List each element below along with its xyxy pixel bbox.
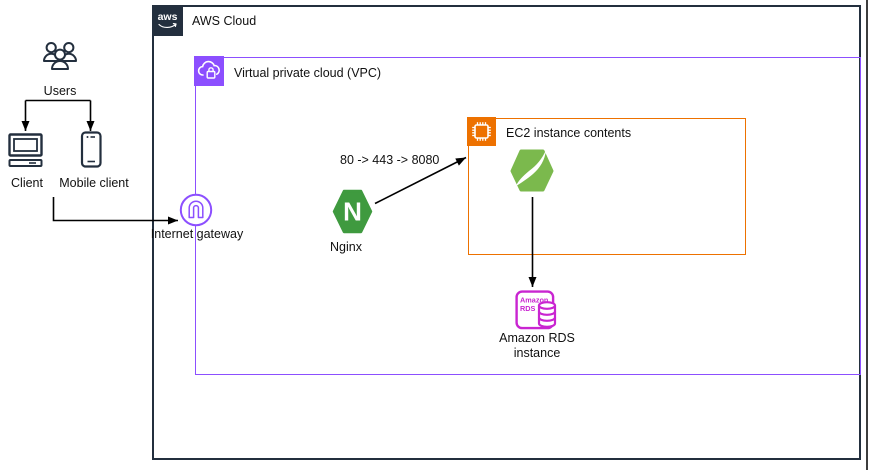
internet-gateway-label: Internet gateway (150, 227, 244, 241)
ports-flow-label: 80 -> 443 -> 8080 (340, 153, 440, 167)
ec2-label: EC2 instance contents (506, 126, 632, 140)
amazon-rds-icon: Amazon RDS (515, 290, 557, 330)
aws-logo-text: aws (158, 11, 178, 23)
aws-logo-icon: aws (152, 5, 183, 36)
window-edge (866, 0, 868, 470)
users-label: Users (43, 84, 77, 98)
vpc-cloud-icon (194, 56, 224, 86)
amazon-rds-label: Amazon RDS instance (487, 331, 587, 361)
client-label: Client (11, 176, 43, 190)
mobile-client-icon (80, 131, 102, 168)
nginx-letter: N (343, 197, 362, 227)
rds-badge-line2: RDS (520, 304, 536, 313)
database-cylinder-glyph (537, 301, 557, 328)
rds-badge-line1: Amazon (520, 296, 548, 305)
vpc-label: Virtual private cloud (VPC) (234, 66, 382, 80)
client-computer-icon (8, 133, 43, 167)
ec2-container: EC2 instance contents (467, 117, 746, 255)
internet-gateway-icon (179, 193, 213, 227)
nginx-icon: N (332, 189, 373, 234)
users-icon (43, 42, 77, 70)
aws-cloud-label: AWS Cloud (192, 14, 257, 28)
nginx-to-ec2-arrow (374, 156, 467, 205)
mobile-client-label: Mobile client (59, 176, 129, 190)
amazon-rds-label-line2: instance (513, 346, 561, 360)
ec2-chip-icon (467, 117, 496, 146)
nginx-label: Nginx (330, 240, 362, 254)
spring-leaf-icon (510, 149, 554, 192)
clients-to-gateway-arrow (52, 197, 178, 225)
amazon-rds-label-line1: Amazon RDS (499, 331, 575, 345)
